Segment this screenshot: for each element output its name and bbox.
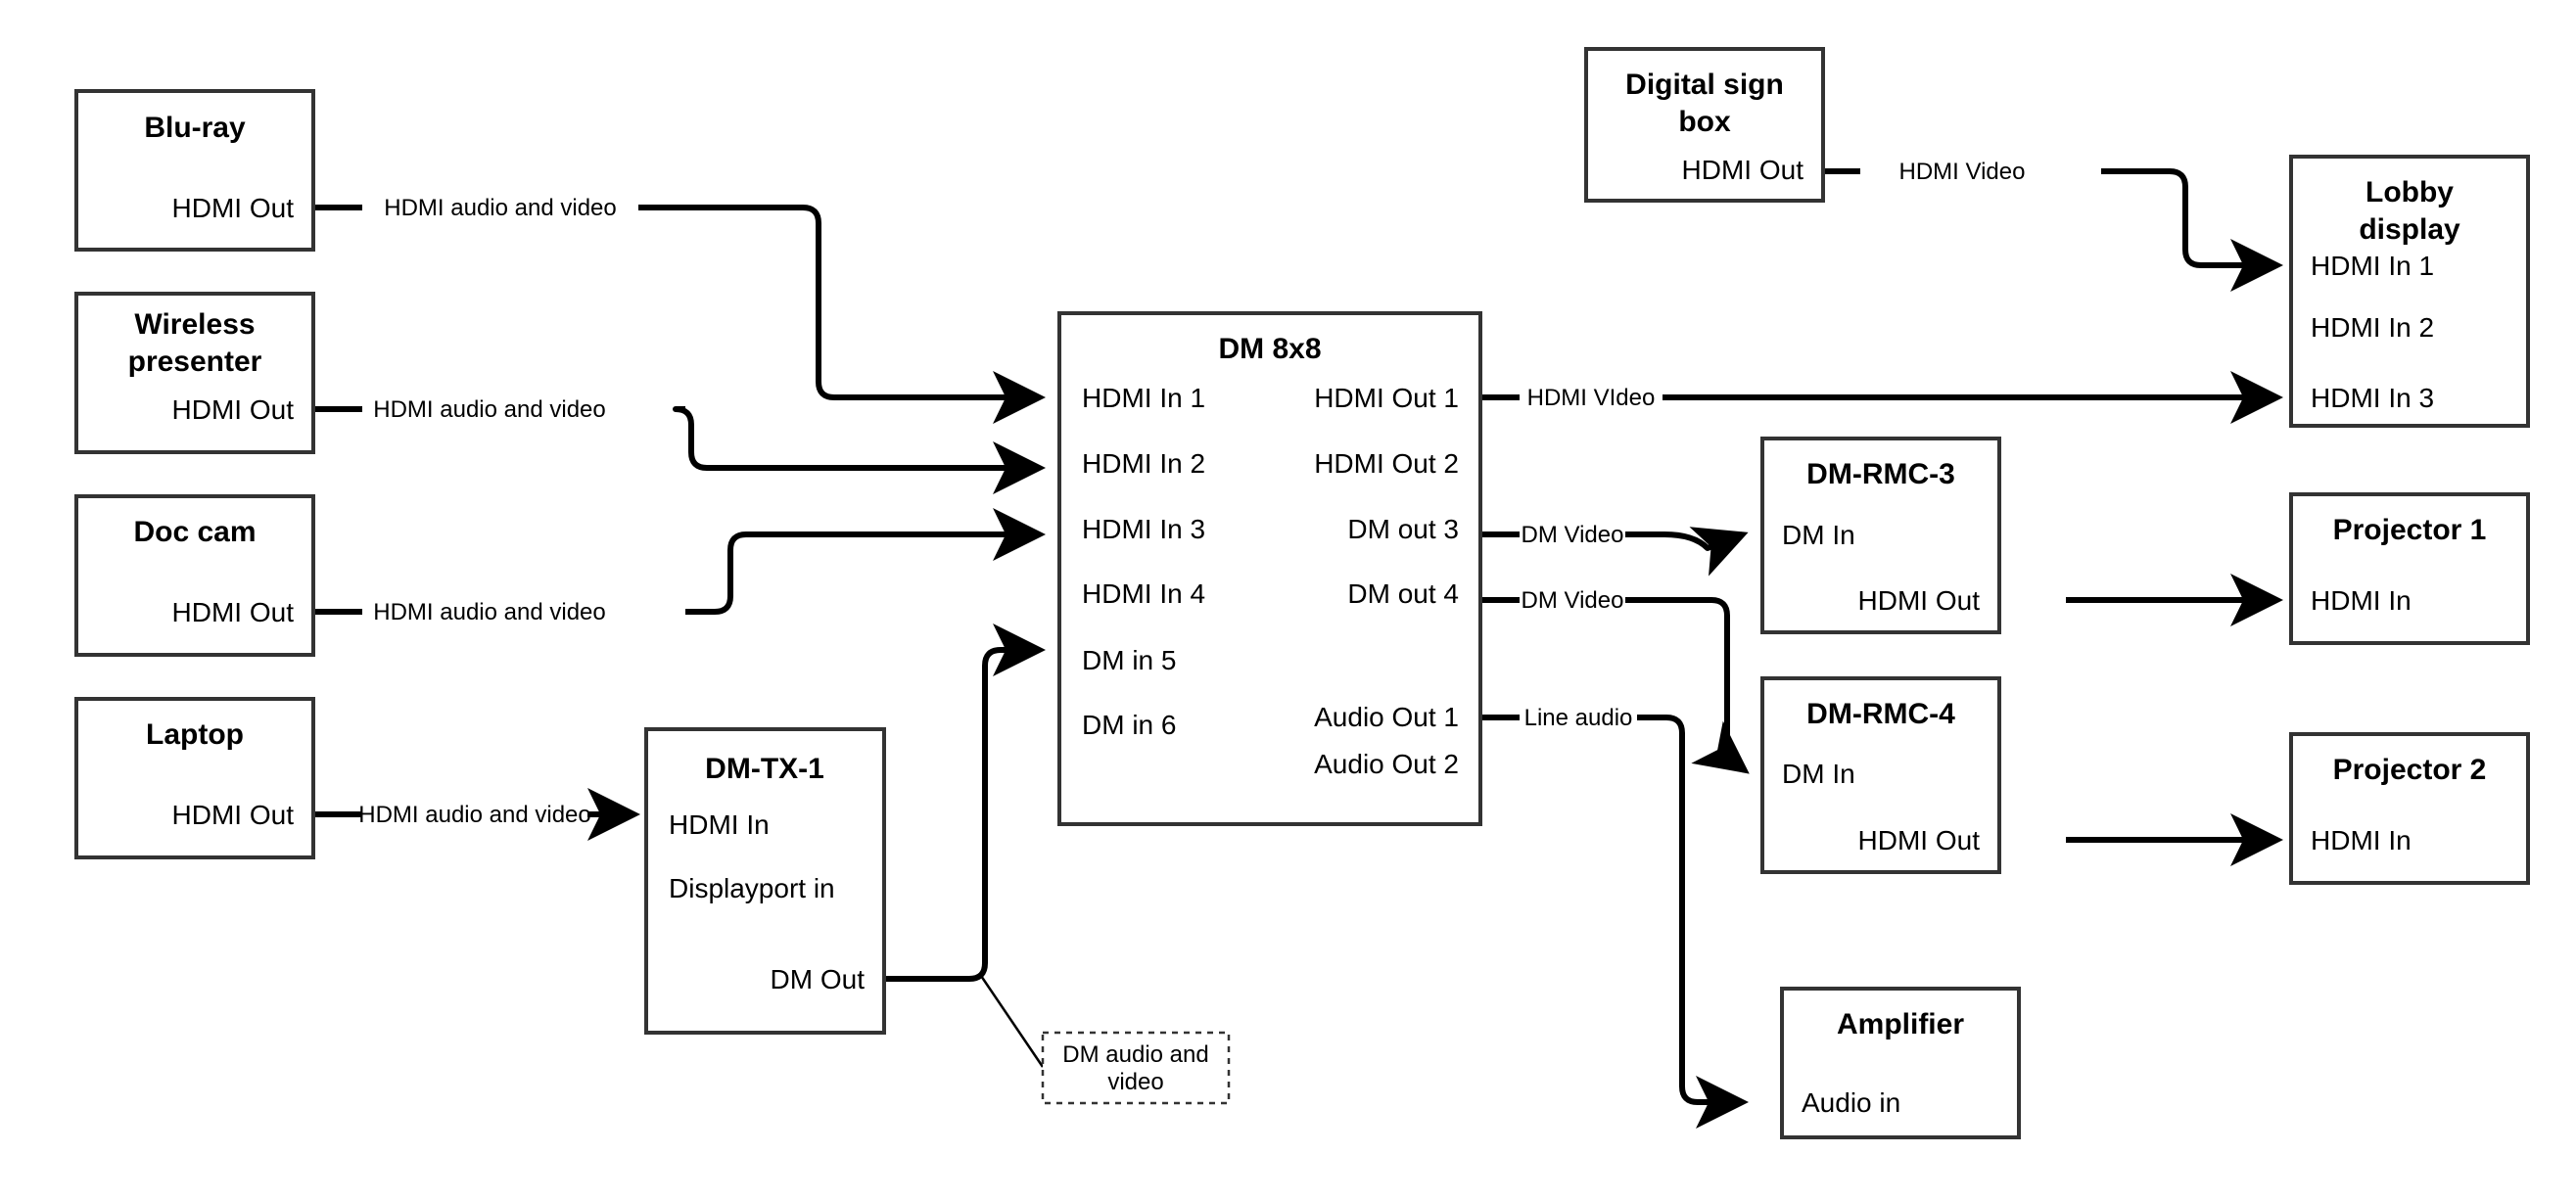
node-digital-sign-box-title-line1: Digital sign — [1625, 69, 1784, 101]
node-projector-2-title: Projector 2 — [2333, 754, 2487, 786]
node-digital-sign-box-port-hdmi-out: HDMI Out — [1682, 155, 1804, 185]
node-dm-8x8-input-1: HDMI In 1 — [1082, 383, 1205, 413]
node-dm-tx-1-port-displayport-in: Displayport in — [669, 873, 835, 903]
node-dm-8x8[interactable]: DM 8x8 HDMI In 1 HDMI In 2 HDMI In 3 HDM… — [1057, 311, 1482, 826]
wire-doccam-to-dm8x8 — [313, 508, 1046, 615]
node-projector-1-port-hdmi-in: HDMI In — [2311, 585, 2412, 616]
node-lobby-display-input-2: HDMI In 2 — [2311, 312, 2434, 343]
node-dm-8x8-output-5: Audio Out 1 — [1314, 702, 1459, 732]
wire-dm8x8-out4-to-rmc4 — [1480, 597, 1750, 774]
node-bluray-title: Blu-ray — [144, 112, 246, 144]
node-projector-1[interactable]: Projector 1 HDMI In — [2289, 492, 2530, 645]
edge-label-dm8x8-out3-to-rmc3: DM Video — [1522, 522, 1624, 548]
node-projector-2-port-hdmi-in: HDMI In — [2311, 825, 2412, 855]
edge-label-dm8x8-out1-to-lobby: HDMI VIdeo — [1527, 385, 1656, 411]
leader-line-dm-note — [977, 972, 1045, 1068]
node-dm-rmc-3-title: DM-RMC-3 — [1806, 458, 1955, 490]
edge-labels: HDMI audio and video HDMI audio and vide… — [358, 159, 2025, 828]
edge-label-laptop-to-dmtx1: HDMI audio and video — [358, 802, 590, 828]
node-wireless-presenter-title-line1: Wireless — [134, 308, 255, 341]
node-dm-tx-1[interactable]: DM-TX-1 HDMI In Displayport in DM Out — [644, 727, 886, 1035]
node-dm-8x8-input-5: DM in 5 — [1082, 645, 1176, 675]
edge-label-sign-to-lobby: HDMI Video — [1899, 159, 2026, 185]
node-dm-8x8-output-2: HDMI Out 2 — [1314, 448, 1459, 479]
node-dm-rmc-4-title: DM-RMC-4 — [1806, 698, 1955, 730]
node-projector-1-title: Projector 1 — [2333, 514, 2487, 546]
node-dm-tx-1-port-dm-out: DM Out — [771, 964, 866, 994]
node-amplifier-title: Amplifier — [1837, 1008, 1964, 1040]
node-dm-8x8-input-4: HDMI In 4 — [1082, 578, 1205, 609]
node-doc-cam-title: Doc cam — [133, 516, 256, 548]
node-lobby-display-input-1: HDMI In 1 — [2311, 251, 2434, 281]
node-digital-sign-box-title-line2: box — [1678, 106, 1731, 138]
node-projector-2[interactable]: Projector 2 HDMI In — [2289, 732, 2530, 885]
node-dm-rmc-3-port-hdmi-out: HDMI Out — [1858, 585, 1981, 616]
edge-label-wireless-to-dm8x8: HDMI audio and video — [373, 396, 605, 423]
node-bluray-port-hdmi-out: HDMI Out — [172, 193, 295, 223]
wire-sign-to-lobby — [1823, 168, 2283, 292]
node-lobby-display-input-3: HDMI In 3 — [2311, 383, 2434, 413]
node-digital-sign-box[interactable]: Digital sign box HDMI Out — [1584, 47, 1825, 203]
note-dm-audio-and-video-line2: video — [1107, 1069, 1163, 1095]
edge-label-dm8x8-out4-to-rmc4: DM Video — [1522, 587, 1624, 614]
edge-label-bluray-to-dm8x8: HDMI audio and video — [384, 195, 616, 221]
note-dm-audio-and-video-line1: DM audio and — [1062, 1041, 1208, 1068]
node-dm-8x8-input-6: DM in 6 — [1082, 710, 1176, 740]
node-dm-rmc-4-port-dm-in: DM In — [1782, 759, 1855, 789]
node-dm-rmc-4[interactable]: DM-RMC-4 DM In HDMI Out — [1760, 676, 2001, 874]
node-doc-cam-port-hdmi-out: HDMI Out — [172, 597, 295, 627]
wire-dm8x8-out3-to-rmc3 — [1480, 527, 1749, 577]
node-laptop-port-hdmi-out: HDMI Out — [172, 800, 295, 830]
node-dm-8x8-output-3: DM out 3 — [1347, 514, 1459, 544]
node-laptop[interactable]: Laptop HDMI Out — [74, 697, 315, 859]
node-dm-8x8-input-2: HDMI In 2 — [1082, 448, 1205, 479]
node-dm-8x8-output-1: HDMI Out 1 — [1314, 383, 1459, 413]
node-dm-tx-1-port-hdmi-in: HDMI In — [669, 809, 770, 840]
node-wireless-presenter-title-line2: presenter — [128, 346, 262, 378]
node-dm-tx-1-title: DM-TX-1 — [705, 753, 824, 785]
node-dm-8x8-output-4: DM out 4 — [1347, 578, 1459, 609]
edge-label-doccam-to-dm8x8: HDMI audio and video — [373, 599, 605, 625]
node-dm-rmc-3[interactable]: DM-RMC-3 DM In HDMI Out — [1760, 437, 2001, 634]
node-doc-cam[interactable]: Doc cam HDMI Out — [74, 494, 315, 657]
node-dm-rmc-4-port-hdmi-out: HDMI Out — [1858, 825, 1981, 855]
node-laptop-title: Laptop — [146, 718, 244, 751]
node-bluray[interactable]: Blu-ray HDMI Out — [74, 89, 315, 252]
node-lobby-display-title-line1: Lobby — [2365, 176, 2454, 208]
wire-wireless-to-dm8x8 — [313, 406, 1046, 494]
wire-bluray-to-dm8x8 — [313, 205, 1046, 424]
node-lobby-display-title-line2: display — [2359, 213, 2460, 246]
node-dm-rmc-3-port-dm-in: DM In — [1782, 520, 1855, 550]
node-dm-8x8-title: DM 8x8 — [1218, 333, 1321, 365]
wire-dmtx1-to-dm8x8 — [884, 624, 1046, 982]
node-dm-8x8-input-3: HDMI In 3 — [1082, 514, 1205, 544]
edge-label-dm8x8-audio-to-amplifier: Line audio — [1524, 705, 1633, 731]
node-amplifier[interactable]: Amplifier Audio in — [1780, 987, 2021, 1139]
wire-dm8x8-audio-to-amplifier — [1480, 715, 1749, 1129]
node-dm-8x8-output-6: Audio Out 2 — [1314, 749, 1459, 779]
node-amplifier-port-audio-in: Audio in — [1802, 1087, 1900, 1118]
node-wireless-presenter-port-hdmi-out: HDMI Out — [172, 394, 295, 425]
node-wireless-presenter[interactable]: Wireless presenter HDMI Out — [74, 292, 315, 454]
node-lobby-display[interactable]: Lobby display HDMI In 1 HDMI In 2 HDMI I… — [2289, 155, 2530, 428]
note-dm-audio-and-video: DM audio and video — [1041, 1031, 1231, 1105]
